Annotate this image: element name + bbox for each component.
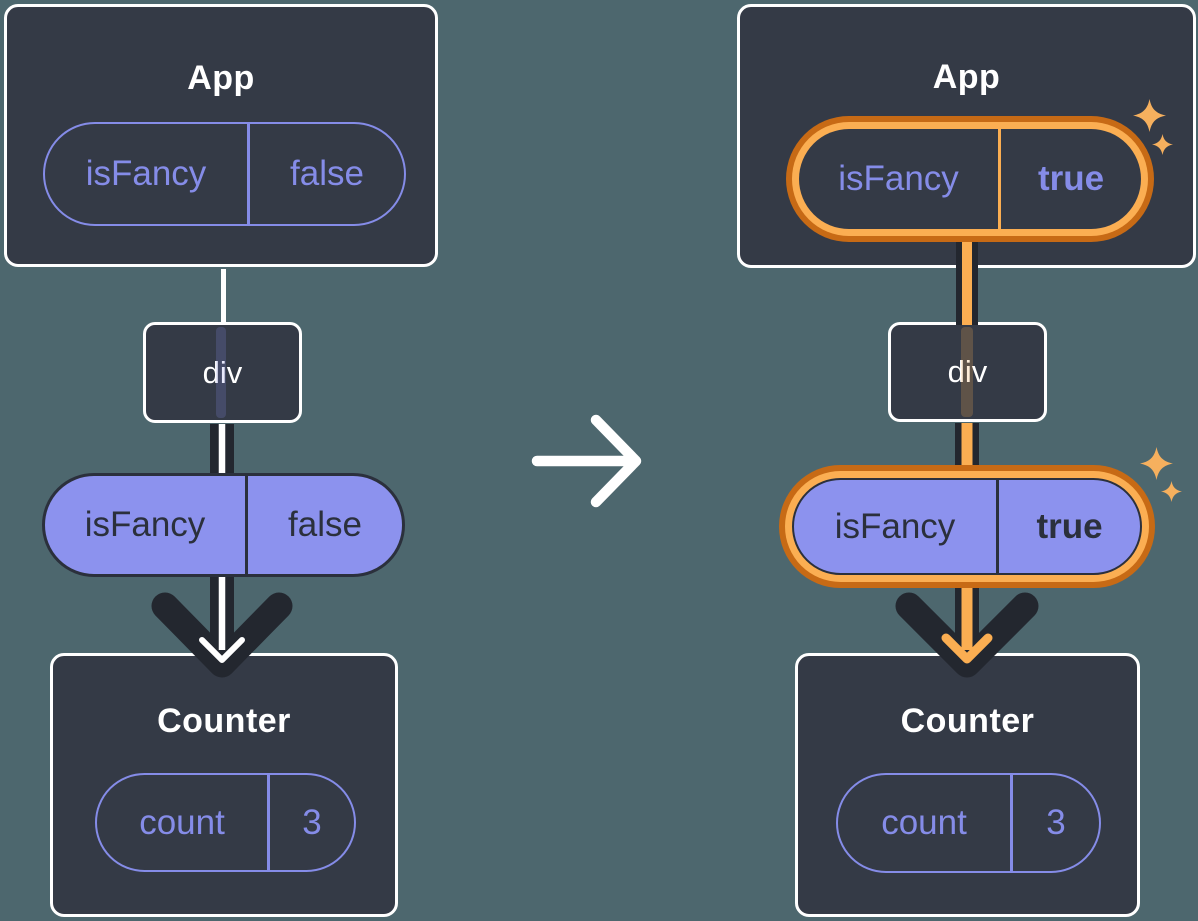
left-app-state-pill: isFancy false [43, 122, 406, 226]
left-counter-state-pill: count 3 [95, 773, 356, 872]
state-name: isFancy [838, 159, 959, 198]
pill-divider [998, 129, 1001, 229]
left-counter-component-box: Counter count 3 [50, 653, 398, 917]
left-div-label: div [146, 325, 299, 420]
left-app-component-box: App isFancy false [4, 4, 438, 267]
prop-name: isFancy [84, 505, 206, 544]
highlight-ring-inner: isFancy true [792, 122, 1148, 236]
sparkle-icon [1140, 447, 1173, 480]
left-div-node: div [143, 322, 302, 423]
right-div-label: div [891, 325, 1044, 419]
state-name: count [139, 802, 225, 842]
state-value: 3 [302, 802, 322, 842]
right-app-component-box: App isFancy true [737, 4, 1196, 268]
right-counter-title: Counter [900, 702, 1035, 740]
right-app-state-pill: isFancy true [799, 129, 1141, 229]
right-app-state-pill-highlight-ring: isFancy true [786, 116, 1154, 242]
prop-value: true [1036, 506, 1103, 546]
prop-name: isFancy [834, 506, 956, 546]
pass-through-line [216, 327, 226, 418]
pill-divider [996, 480, 999, 573]
left-app-title: App [187, 59, 255, 97]
sparkle-icon [1161, 481, 1182, 502]
right-prop-pill-highlight-ring: isFancy true [779, 465, 1155, 588]
prop-value: false [288, 505, 362, 544]
right-div-node: div [888, 322, 1047, 422]
state-name: isFancy [85, 154, 207, 193]
right-counter-component-box: Counter count 3 [795, 653, 1140, 917]
pass-through-line [961, 327, 973, 417]
pill-divider [245, 476, 248, 574]
right-counter-state-pill: count 3 [836, 773, 1101, 873]
state-value: 3 [1046, 803, 1066, 842]
highlight-ring-inner: isFancy true [785, 471, 1149, 582]
pill-divider [267, 775, 270, 870]
pill-divider [247, 124, 250, 224]
left-counter-title: Counter [157, 702, 291, 740]
state-value: false [290, 154, 364, 193]
right-app-title: App [932, 58, 1001, 96]
state-value: true [1037, 159, 1105, 198]
right-prop-pill: isFancy true [792, 478, 1142, 575]
pill-divider [1010, 775, 1013, 871]
left-app-to-div-connector [221, 269, 226, 324]
state-name: count [881, 803, 967, 842]
left-prop-pill: isFancy false [42, 473, 405, 577]
